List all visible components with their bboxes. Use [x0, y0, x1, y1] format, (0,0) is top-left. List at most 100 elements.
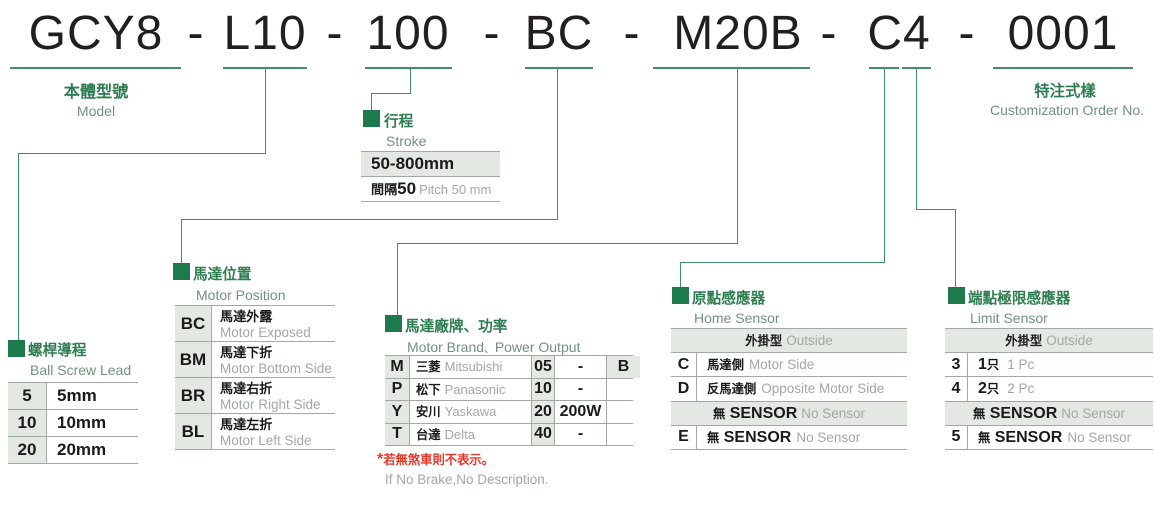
code-segment-stroke: 100 [366, 7, 450, 60]
home-sensor-bullet-icon [672, 287, 689, 304]
connector-motor-position [181, 219, 182, 264]
code-segment-motor-position: BC [524, 7, 594, 60]
underline-model [10, 67, 181, 69]
table-row: 5 5mm [8, 383, 138, 410]
sensor-code: D [677, 379, 690, 397]
sensor-group-en: No Sensor [801, 405, 866, 421]
table-row: 10 10mm [8, 410, 138, 437]
power-code: 10 [534, 380, 552, 398]
underline-limit-sensor [902, 67, 931, 69]
brand-zh: 松下 [416, 382, 441, 397]
code-separator: - [326, 7, 344, 60]
lead-value: 20mm [57, 440, 107, 459]
position-code: BL [181, 421, 205, 441]
stroke-range: 50-800mm [371, 154, 455, 173]
stroke-title-zh: 行程 [384, 114, 414, 130]
sensor-en: No Sensor [796, 429, 861, 445]
position-zh: 馬達外露 [220, 309, 273, 324]
model-label-zh: 本體型號 [63, 83, 129, 101]
position-code: BR [180, 385, 206, 405]
table-row: BL 馬達左折 Motor Left Side [175, 414, 335, 450]
brand-en: Mitsubishi [444, 359, 503, 375]
connector-stroke [371, 93, 372, 111]
underline-stroke [365, 67, 452, 69]
code-separator: - [958, 7, 976, 60]
sensor-group-zh: 外掛型 [745, 334, 783, 349]
connector-lead [265, 69, 266, 153]
connector-motor-brand [397, 243, 738, 244]
connector-lead [18, 153, 19, 341]
underline-lead [223, 67, 307, 69]
power-watt: 200W [559, 402, 602, 420]
position-en: Motor Exposed [220, 325, 311, 340]
connector-limit-sensor [916, 69, 917, 209]
code-segment-order-no: 0001 [1007, 7, 1119, 60]
sensor-group-zh: 外掛型 [1005, 334, 1043, 349]
table-row: 20 20mm [8, 437, 138, 464]
position-en: Motor Left Side [220, 433, 312, 448]
code-separator: - [187, 7, 205, 60]
brake-note-zh: *若無煞車則不表示。 [377, 451, 495, 468]
power-code: 20 [534, 402, 552, 420]
brand-code: T [392, 425, 402, 443]
motor-brand-title-en: Motor Brand、Power Output [407, 339, 581, 355]
sensor-en: 1 Pc [1007, 357, 1035, 373]
home-sensor-title-en: Home Sensor [694, 310, 780, 326]
brand-en: Panasonic [444, 381, 506, 397]
connector-stroke [410, 69, 411, 93]
brand-zh: 三菱 [416, 360, 441, 375]
table-row: 50-800mm [361, 152, 500, 177]
model-label-en: Model [76, 103, 116, 119]
brand-zh: 台達 [416, 427, 441, 442]
sensor-code: C [677, 355, 690, 373]
brand-code: P [391, 380, 403, 398]
stroke-pitch-zh: 間隔50 [371, 179, 417, 198]
underline-motor-position [525, 67, 593, 69]
underline-order-no [993, 67, 1133, 69]
limit-sensor-title-zh: 端點極限感應器 [968, 291, 1071, 307]
limit-sensor-bullet-icon [948, 287, 965, 304]
sensor-group-en: Outside [786, 333, 833, 349]
code-segment-sensors: C4 [867, 7, 931, 60]
sensor-group-zh: 無 SENSOR [712, 404, 798, 422]
ball-screw-bullet-icon [8, 340, 25, 357]
position-en: Motor Right Side [220, 397, 321, 412]
brand-zh: 安川 [416, 405, 441, 420]
home-sensor-title-zh: 原點感應器 [692, 291, 766, 307]
position-zh: 馬達左折 [220, 417, 273, 432]
motor-position-bullet-icon [173, 263, 190, 280]
table-row: BM 馬達下折 Motor Bottom Side [175, 342, 335, 378]
connector-motor-position [557, 69, 558, 219]
ball-screw-table: 5 5mm 10 10mm 20 20mm [8, 382, 138, 464]
sensor-en: Opposite Motor Side [761, 381, 885, 397]
connector-limit-sensor [955, 209, 956, 288]
power-watt: - [577, 380, 584, 398]
connector-home-sensor [680, 262, 681, 288]
position-en: Motor Bottom Side [220, 361, 332, 376]
table-row: BR 馬達右折 Motor Right Side [175, 378, 335, 414]
position-code: BC [180, 313, 206, 333]
connector-home-sensor [884, 69, 885, 262]
connector-stroke [371, 93, 411, 94]
connector-motor-position [181, 219, 558, 220]
lead-code: 5 [22, 386, 32, 405]
sensor-zh: 1只 [978, 356, 1000, 374]
lead-code: 20 [17, 440, 37, 459]
brand-code: Y [391, 402, 403, 420]
power-watt: - [577, 425, 584, 443]
lead-value: 10mm [57, 413, 107, 432]
